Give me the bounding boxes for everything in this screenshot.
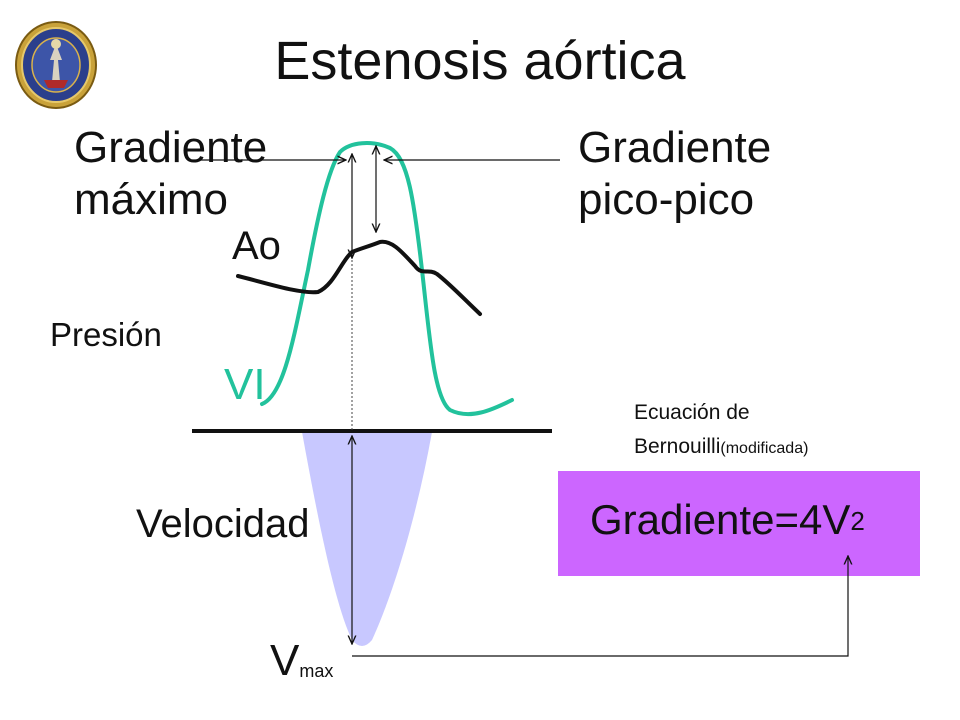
ao-pressure-curve — [236, 239, 482, 316]
vmax-sub: max — [299, 661, 334, 681]
formula-exponent: 2 — [850, 506, 865, 536]
bernoulli-line1: Ecuación de — [634, 401, 750, 424]
bernoulli-note: (modificada) — [720, 440, 809, 457]
gradiente-pico-pico-line1: Gradiente — [578, 123, 772, 172]
gradiente-pico-pico-line2: pico-pico — [578, 175, 755, 224]
vmax-main: V — [270, 636, 300, 685]
formula-text: Gradiente=4V2 — [590, 496, 865, 544]
gradiente-maximo-line2: máximo — [74, 175, 229, 224]
bernoulli-line2: Bernouilli(modificada) — [634, 430, 808, 466]
vmax-label: Vmax — [270, 636, 333, 686]
vi-pressure-curve — [260, 141, 514, 417]
formula-main: Gradiente=4V — [590, 496, 851, 543]
velocity-envelope — [302, 432, 432, 646]
ao-label: Ao — [232, 224, 281, 268]
vi-label: VI — [224, 360, 266, 409]
page-title: Estenosis aórtica — [274, 31, 686, 91]
gradiente-maximo-label: Gradiente máximo — [74, 122, 267, 226]
bernoulli-label: Ecuación de Bernouilli(modificada) — [634, 396, 808, 466]
vmax-to-formula-connector — [352, 556, 848, 657]
gradiente-maximo-line1: Gradiente — [74, 123, 268, 172]
formula-box — [558, 471, 920, 576]
bernoulli-name: Bernouilli — [634, 435, 721, 458]
university-seal-icon — [15, 21, 97, 109]
velocidad-label: Velocidad — [136, 502, 310, 546]
presion-label: Presión — [50, 316, 162, 353]
gradiente-pico-pico-label: Gradiente pico-pico — [578, 122, 771, 226]
